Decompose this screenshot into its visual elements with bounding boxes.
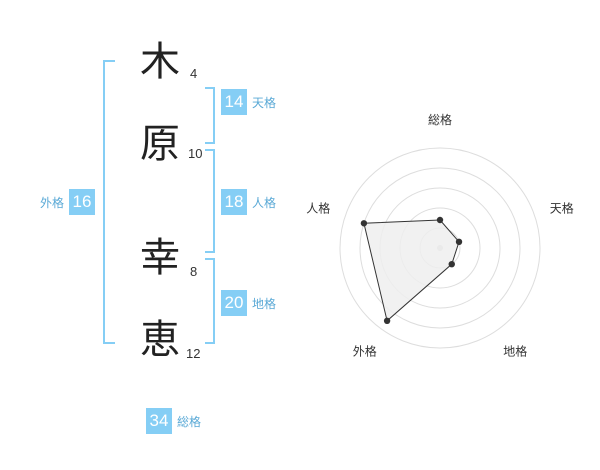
name-char-1: 木 xyxy=(140,39,180,85)
tenkaku-badge: 14 天格 xyxy=(221,89,276,115)
radar-area xyxy=(363,219,460,322)
radar-axis-label-2: 天格 xyxy=(550,200,574,215)
stroke-count-1: 4 xyxy=(190,66,198,81)
jinkaku-badge: 18 人格 xyxy=(221,189,276,215)
chikaku-value: 20 xyxy=(221,290,247,316)
chikaku-label: 地格 xyxy=(252,296,277,311)
tenkaku-value: 14 xyxy=(221,89,247,115)
radar-point-5 xyxy=(360,220,368,227)
radar-point-3 xyxy=(448,260,455,268)
chikaku-badge: 20 地格 xyxy=(221,290,276,316)
tenkaku-label: 天格 xyxy=(252,95,277,110)
name-char-2: 原 xyxy=(140,121,180,167)
stroke-count-2: 10 xyxy=(188,146,203,161)
soukaku-label: 総格 xyxy=(177,414,202,429)
stroke-count-3: 8 xyxy=(190,264,198,279)
radar-point-1 xyxy=(436,216,444,224)
jinkaku-bracket xyxy=(205,149,215,253)
jinkaku-value: 18 xyxy=(221,189,247,215)
radar-point-2 xyxy=(455,238,463,246)
radar-point-4 xyxy=(383,317,391,325)
jinkaku-label: 人格 xyxy=(252,195,277,210)
name-char-4: 恵 xyxy=(140,317,180,363)
chikaku-bracket xyxy=(205,258,215,344)
radar-axis-label-5: 人格 xyxy=(306,200,330,215)
gaikaku-bracket xyxy=(103,60,115,344)
radar-axis-label-3: 地格 xyxy=(503,344,527,359)
name-char-3: 幸 xyxy=(140,235,180,281)
soukaku-badge: 34 総格 xyxy=(146,408,201,434)
radar-grid-ring-4 xyxy=(359,167,521,329)
gaikaku-label: 外格 xyxy=(40,195,65,210)
stroke-count-4: 12 xyxy=(186,346,201,361)
soukaku-value: 34 xyxy=(146,408,172,434)
radar-axis-label-1: 総格 xyxy=(428,112,452,127)
radar-grid-ring-5 xyxy=(339,147,541,349)
gaikaku-badge: 外格 16 xyxy=(40,189,96,215)
radar-axis-label-4: 外格 xyxy=(353,344,377,359)
tenkaku-bracket xyxy=(205,87,215,144)
gaikaku-value: 16 xyxy=(69,189,96,215)
